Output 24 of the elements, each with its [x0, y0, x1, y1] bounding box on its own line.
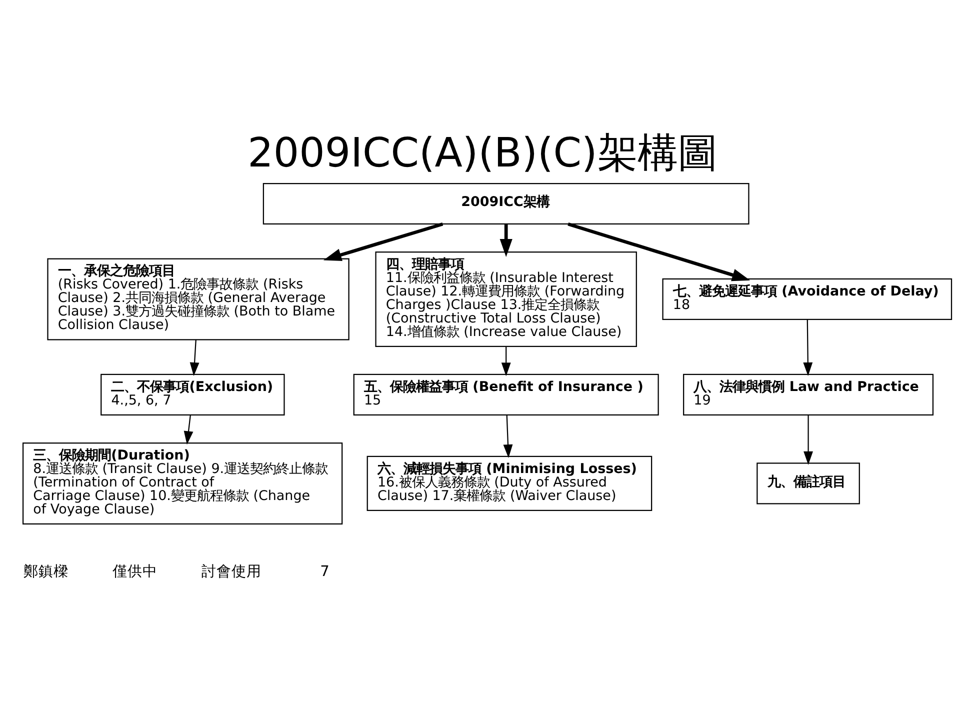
node-box: 三、保險期間(Duration) 8.運送條款 (Transit Clause) 9.運送契約終止條款 (Termination of Contract of Carriage Clause) 10.變更航程條款 (Change of Voyage Clause) — [22, 442, 342, 524]
arrow — [183, 414, 193, 445]
node-box: 四、理賠事項 11.保險利益條款 (Insurable Interest Clause) 12.轉運費用條款 (Forwarding Charges )Clause 13.推定全損條款 (Constructive Total Loss Clause) 14.增值條款 (Increase value Clause) — [374, 251, 636, 347]
node-box: 八、法律與慣例 Law and Practice 19 — [682, 374, 934, 416]
label: 7 — [320, 563, 329, 580]
node-box: 一、承保之危險項目 (Risks Covered) 1.危險事故條款 (Risks Clause) 2.共同海損條款 (General Average Clause) 3.雙方過失碰撞條款 (Both to Blame Collision Clause) — [46, 258, 349, 340]
arrow — [322, 222, 443, 262]
arrow — [189, 340, 199, 376]
arrow — [802, 320, 812, 376]
label: 鄭鎮樑 — [23, 563, 68, 580]
node-box: 九、備註項目 — [756, 462, 860, 504]
label: 討會使用 — [201, 563, 262, 580]
arrow — [803, 415, 812, 465]
node-box: 二、不保事項(Exclusion) 4.,5, 6, 7 — [100, 374, 284, 416]
node-box: 五、保險權益事項 (Benefit of Insurance ) 15 — [352, 374, 658, 416]
arrow — [499, 224, 512, 257]
arrow — [500, 346, 510, 376]
arrow — [502, 415, 512, 458]
label: 僅供中 — [112, 563, 157, 580]
arrow — [567, 222, 750, 282]
diagram-title: 2009ICC(A)(B)(C)架構圖 — [247, 128, 717, 176]
node-box: 七、避免遲延事項 (Avoidance of Delay) 18 — [662, 278, 952, 320]
node-box: 六、減輕損失事項 (Minimising Losses) 16.被保人義務條款 (Duty of Assured Clause) 17.棄權條款 (Waiver Clause) — [366, 456, 652, 511]
node-box: 2009ICC架構 — [262, 182, 749, 225]
